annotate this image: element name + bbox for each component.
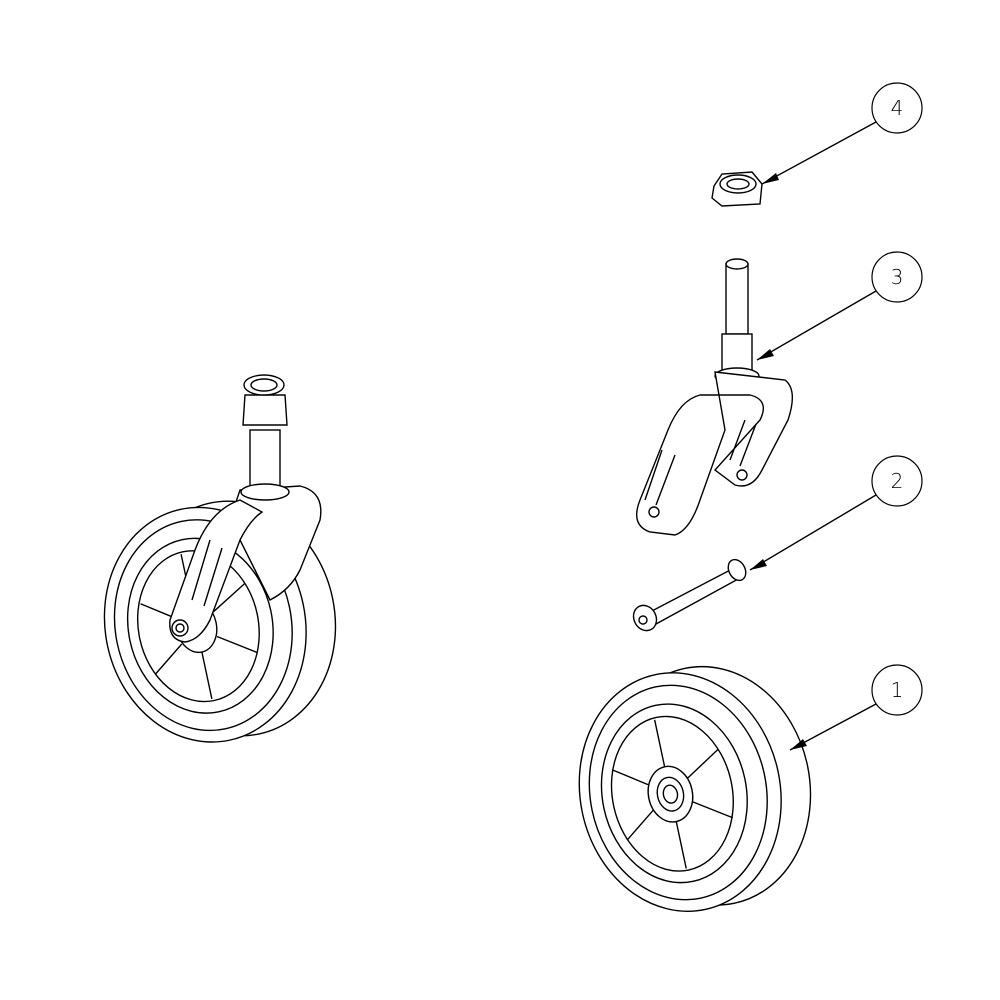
balloon-2-label: 2 (891, 469, 904, 493)
balloon-1: 1 (871, 664, 923, 716)
leader-lines (749, 121, 877, 751)
balloon-1-label: 1 (891, 678, 904, 702)
assembled-caster (103, 374, 337, 743)
balloon-4-label: 4 (891, 96, 904, 120)
balloon-2: 2 (871, 455, 923, 507)
part-wheel (578, 665, 812, 912)
balloon-3-label: 3 (891, 265, 904, 289)
balloon-4: 4 (871, 82, 923, 134)
part-axle-bolt (632, 558, 747, 632)
part-caster-fork (636, 258, 793, 536)
balloon-3: 3 (871, 251, 923, 303)
part-lock-nut (711, 171, 763, 207)
